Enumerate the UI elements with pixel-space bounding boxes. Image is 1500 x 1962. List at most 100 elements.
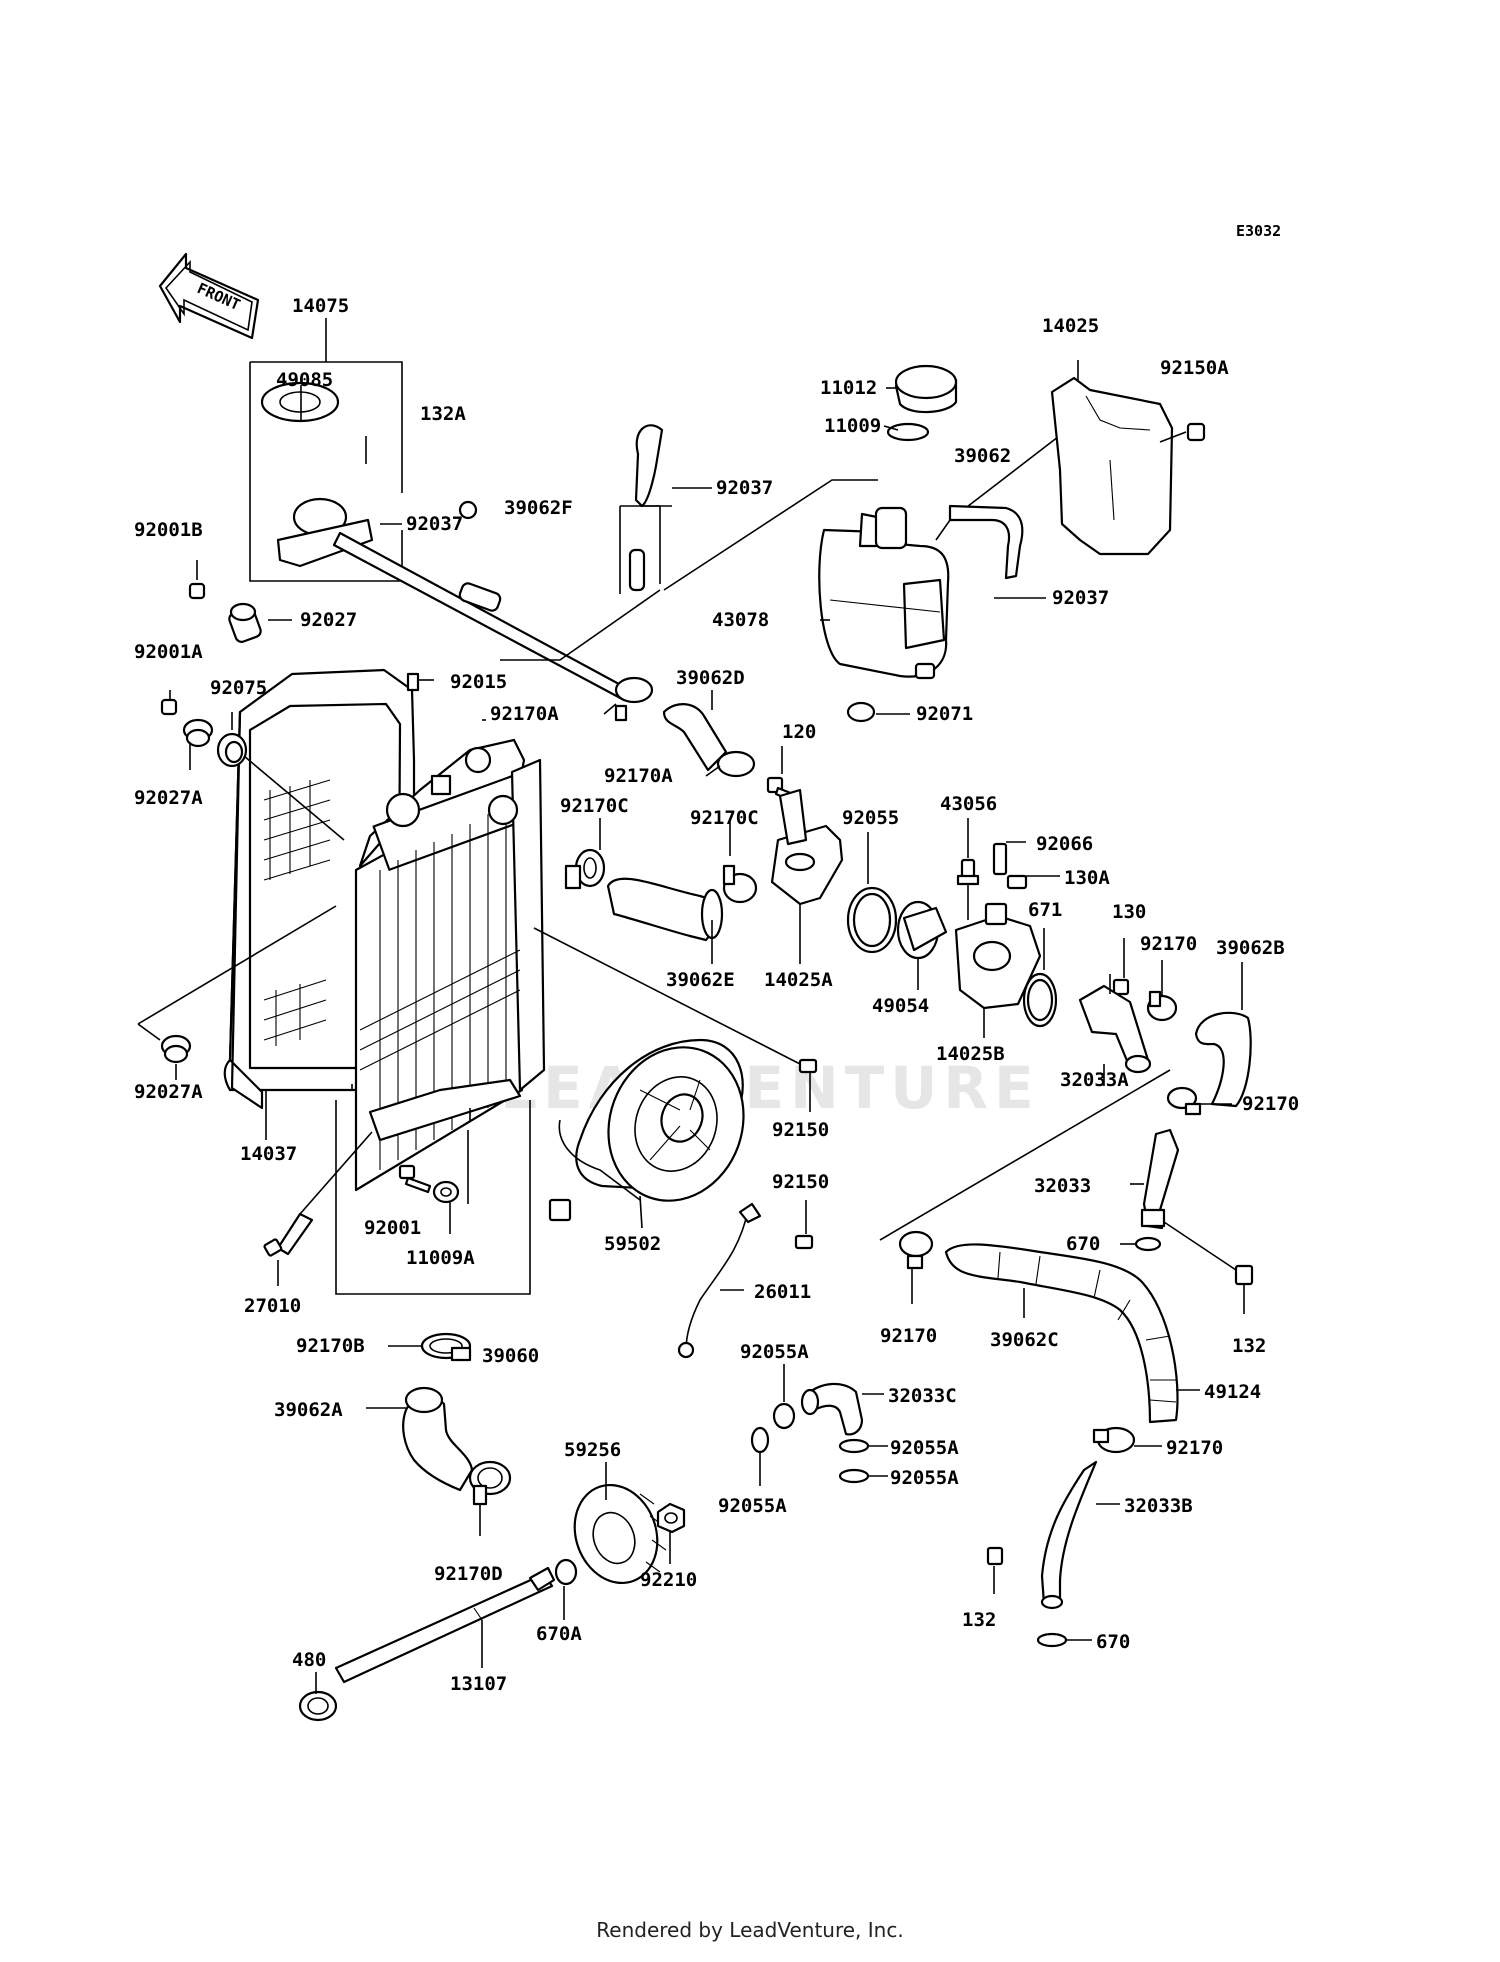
- front-arrow-icon: FRONT: [158, 252, 260, 340]
- clamp-92170-mid-icon: [1166, 1086, 1232, 1116]
- part-label: 39062C: [990, 1329, 1059, 1351]
- part-label: 92001A: [134, 641, 203, 663]
- part-label: 92055: [842, 807, 899, 829]
- bolt-132-right-icon: [1163, 1221, 1254, 1314]
- hose-39062c-part: [944, 1243, 1200, 1424]
- radiator-fins: [359, 804, 521, 1170]
- part-label: 92055A: [718, 1495, 787, 1517]
- clamp-92170-lower-icon: [1092, 1426, 1162, 1454]
- part-label: 14075: [292, 295, 349, 317]
- part-label: 92170: [1242, 1093, 1299, 1115]
- part-label: 92150: [772, 1119, 829, 1141]
- part-label: 92001: [364, 1217, 421, 1239]
- part-label: 32033B: [1124, 1495, 1193, 1517]
- part-label: 92001B: [134, 519, 203, 541]
- clip-92015-icon: [406, 672, 434, 692]
- clamp-92170c-second-icon: [722, 818, 758, 904]
- o-ring-92055-icon: [846, 832, 898, 954]
- part-label: 670A: [536, 1623, 582, 1645]
- shaft-13107-part: [334, 1566, 556, 1684]
- o-ring-670-upper-icon: [1120, 1236, 1162, 1252]
- o-ring-671-icon: [1022, 928, 1058, 1028]
- part-label: 92170A: [490, 703, 559, 725]
- grommet-92075-icon: [216, 712, 248, 768]
- leader-cross: [137, 755, 345, 1140]
- part-label: 132: [962, 1609, 996, 1631]
- part-labels: 14075 49085 132A 92001B 92037 39062F 920…: [134, 295, 1299, 1695]
- pipe-32033a-part: [1078, 974, 1152, 1086]
- part-label: 132A: [420, 403, 466, 425]
- part-label: 92075: [210, 677, 267, 699]
- part-label: 32033: [1034, 1175, 1091, 1197]
- part-label: 11009A: [406, 1247, 475, 1269]
- part-label: 120: [782, 721, 816, 743]
- part-label: 92170: [880, 1325, 937, 1347]
- o-ring-92055a-4-icon: [750, 1426, 770, 1486]
- part-label: 92055A: [890, 1467, 959, 1489]
- part-label: 39062E: [666, 969, 735, 991]
- tank-cap-part: [886, 364, 958, 442]
- hose-39062b-part: [1194, 962, 1252, 1108]
- part-label: 132: [1232, 1335, 1266, 1357]
- part-label: 92210: [640, 1569, 697, 1591]
- bolt-92150a-icon: [1159, 422, 1206, 443]
- part-label: 92037: [406, 513, 463, 535]
- part-label: 59502: [604, 1233, 661, 1255]
- grommet-92027a-icon: [182, 718, 214, 770]
- clamp-92170c-icon: [564, 818, 606, 890]
- pipe-32033-part: [1130, 1128, 1180, 1230]
- pipe-32033b-part: [1040, 1460, 1120, 1610]
- part-label: 39060: [482, 1345, 539, 1367]
- part-label: 92150A: [1160, 357, 1229, 379]
- bolt-92150-lower-icon: [794, 1200, 814, 1250]
- bolt-92001a-icon: [160, 690, 178, 716]
- part-label: 26011: [754, 1281, 811, 1303]
- o-ring-670-lower-icon: [1036, 1632, 1092, 1648]
- hose-39062a-part: [366, 1386, 474, 1492]
- cover-14025-part: [1050, 360, 1206, 556]
- part-label: 92150: [772, 1171, 829, 1193]
- part-label: 14037: [240, 1143, 297, 1165]
- hose-39062d-part: [662, 690, 756, 778]
- part-label: 671: [1028, 899, 1062, 921]
- part-label: 43078: [712, 609, 769, 631]
- bolt-130-icon: [1112, 938, 1130, 996]
- bolt-132-lower-icon: [986, 1546, 1004, 1594]
- part-label: 130A: [1064, 867, 1110, 889]
- part-label: 670: [1096, 1631, 1130, 1653]
- o-ring-92055a-1-icon: [772, 1364, 796, 1430]
- thermostat-49054-icon: [896, 900, 948, 990]
- part-label: 32033C: [888, 1385, 957, 1407]
- o-ring-92055a-2-icon: [838, 1438, 888, 1454]
- cooling-fan-59502: [548, 1038, 745, 1229]
- part-label: 480: [292, 1649, 326, 1671]
- thermostat-housing-14025a: [770, 788, 844, 964]
- part-label: 39062: [954, 445, 1011, 467]
- part-label: 92055A: [890, 1437, 959, 1459]
- part-label: 32033A: [1060, 1069, 1129, 1091]
- clip-480-icon: [298, 1672, 338, 1722]
- sensor-27010-icon: [263, 1131, 373, 1286]
- ground-wire-26011: [677, 1202, 762, 1359]
- bolt-92001-icon: [398, 1164, 432, 1194]
- breather-hose-39062f: [458, 424, 664, 612]
- washer-11009a-icon: [432, 1180, 460, 1234]
- o-ring-92055a-3-icon: [838, 1468, 888, 1484]
- part-label: 92027: [300, 609, 357, 631]
- bolt-92150-upper-icon: [533, 927, 818, 1112]
- shroud-mesh-pattern: [263, 779, 331, 1046]
- part-label: 14025B: [936, 1043, 1005, 1065]
- part-label: 39062F: [504, 497, 573, 519]
- part-label: 670: [1066, 1233, 1100, 1255]
- part-label: 39062A: [274, 1399, 343, 1421]
- part-label: 92055A: [740, 1341, 809, 1363]
- part-label: 14025: [1042, 315, 1099, 337]
- collar-92027-icon: [228, 602, 292, 643]
- part-label: 92027A: [134, 1081, 203, 1103]
- part-label: 39062D: [676, 667, 745, 689]
- sensor-92066-icon: [992, 841, 1026, 876]
- radiator-core-39060: [354, 738, 546, 1192]
- part-label: 14025A: [764, 969, 833, 991]
- part-label: 92170A: [604, 765, 673, 787]
